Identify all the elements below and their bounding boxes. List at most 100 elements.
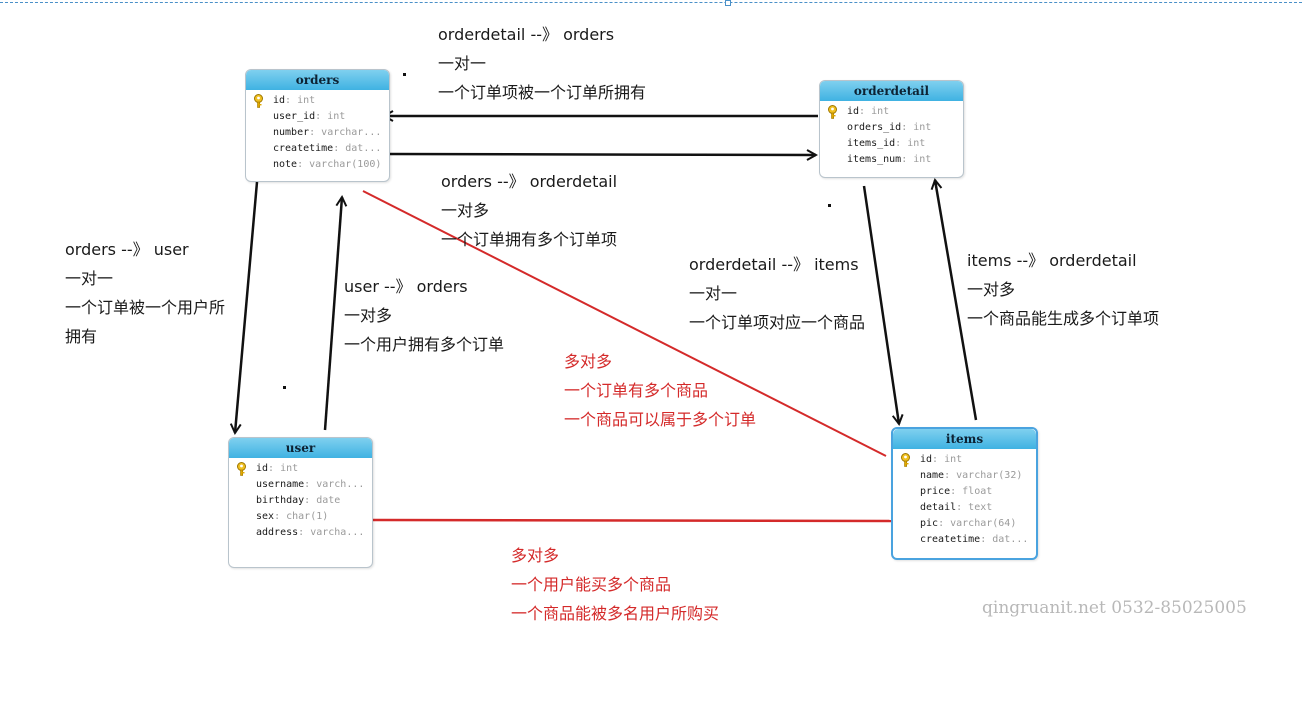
- annotation-orderdetail-items: orderdetail --》 items 一对一 一个订单项对应一个商品: [689, 250, 865, 337]
- field-name: createtime: [920, 534, 981, 545]
- annotation-line: 一个商品能生成多个订单项: [967, 309, 1160, 328]
- annotation-orderdetail-orders: orderdetail --》 orders 一对一 一个订单项被一个订单所拥有: [438, 20, 646, 107]
- field-row[interactable]: id: int: [246, 93, 389, 109]
- resize-handle[interactable]: [725, 0, 731, 6]
- field-row[interactable]: user_id: int: [246, 109, 389, 125]
- field-type: dat...: [992, 534, 1029, 545]
- page-guide-line: [0, 2, 1302, 3]
- field-row[interactable]: note: varchar(100): [246, 157, 389, 173]
- annotation-line: orders --》 user: [65, 240, 189, 259]
- annotation-line: orderdetail --》 orders: [438, 25, 615, 44]
- stray-dot: [828, 204, 831, 207]
- field-type: int: [871, 106, 890, 117]
- annotation-line: 一个订单被一个用户所: [65, 298, 226, 317]
- field-separator: :: [285, 95, 298, 106]
- annotation-line: 多对多: [564, 352, 613, 371]
- field-row[interactable]: items_id: int: [820, 136, 963, 152]
- field-name: orders_id: [847, 122, 902, 133]
- field-row[interactable]: number: varchar...: [246, 125, 389, 141]
- key-icon: [826, 105, 839, 120]
- annotation-orders-items-many-to-many: 多对多 一个订单有多个商品 一个商品可以属于多个订单: [564, 347, 756, 434]
- field-row[interactable]: createtime: dat...: [893, 532, 1036, 548]
- field-row[interactable]: orders_id: int: [820, 120, 963, 136]
- field-row[interactable]: name: varchar(32): [893, 468, 1036, 484]
- key-icon: [899, 453, 912, 468]
- field-name: birthday: [256, 495, 305, 506]
- annotation-orders-orderdetail: orders --》 orderdetail 一对多 一个订单拥有多个订单项: [441, 167, 617, 254]
- field-row[interactable]: sex: char(1): [229, 509, 372, 525]
- annotation-line: 一个用户能买多个商品: [511, 575, 672, 594]
- annotation-line: 一个订单有多个商品: [564, 381, 709, 400]
- field-name: pic: [920, 518, 939, 529]
- field-type: varch...: [316, 479, 365, 490]
- annotation-line: 一个商品可以属于多个订单: [564, 410, 757, 429]
- field-type: int: [913, 154, 932, 165]
- field-separator: :: [956, 502, 969, 513]
- watermark: qingruanit.net 0532-85025005: [982, 598, 1247, 618]
- field-row[interactable]: id: int: [820, 104, 963, 120]
- annotation-line: 一对多: [441, 201, 490, 220]
- annotation-line: 一对一: [689, 284, 738, 303]
- annotation-user-items-many-to-many: 多对多 一个用户能买多个商品 一个商品能被多名用户所购买: [511, 541, 719, 628]
- field-separator: :: [268, 463, 281, 474]
- annotation-line: 多对多: [511, 546, 560, 565]
- field-row[interactable]: pic: varchar(64): [893, 516, 1036, 532]
- arrow-user-to-orders: [323, 197, 342, 431]
- field-row[interactable]: detail: text: [893, 500, 1036, 516]
- field-separator: :: [859, 106, 872, 117]
- annotation-user-orders: user --》 orders 一对多 一个用户拥有多个订单: [344, 272, 504, 359]
- annotation-line: 一个订单拥有多个订单项: [441, 230, 618, 249]
- field-type: int: [913, 122, 932, 133]
- field-name: user_id: [273, 111, 316, 122]
- annotation-line: 一个订单项被一个订单所拥有: [438, 83, 647, 102]
- field-name: items_id: [847, 138, 896, 149]
- annotation-line: orderdetail --》 items: [689, 255, 859, 274]
- field-name: sex: [256, 511, 275, 522]
- field-row[interactable]: id: int: [893, 452, 1036, 468]
- field-row[interactable]: items_num: int: [820, 152, 963, 168]
- annotation-line: items --》 orderdetail: [967, 251, 1137, 270]
- field-type: varcha...: [310, 527, 365, 538]
- field-separator: :: [938, 518, 951, 529]
- field-name: id: [256, 463, 269, 474]
- stray-dot: [403, 73, 406, 76]
- table-title: orders: [246, 70, 389, 90]
- field-row[interactable]: price: float: [893, 484, 1036, 500]
- field-separator: :: [901, 154, 914, 165]
- field-name: username: [256, 479, 305, 490]
- key-icon: [235, 462, 248, 477]
- annotation-line: 一对一: [438, 54, 487, 73]
- annotation-line: 拥有: [65, 327, 98, 346]
- field-type: varchar(32): [956, 470, 1023, 481]
- field-separator: :: [315, 111, 328, 122]
- field-type: varchar(64): [950, 518, 1017, 529]
- field-row[interactable]: createtime: dat...: [246, 141, 389, 157]
- annotation-line: 一对一: [65, 269, 114, 288]
- field-type: date: [316, 495, 341, 506]
- field-name: number: [273, 127, 310, 138]
- field-separator: :: [944, 470, 957, 481]
- field-row[interactable]: address: varcha...: [229, 525, 372, 541]
- arrow-items-to-orderdetail: [935, 180, 978, 421]
- relation-orders-items: [362, 190, 887, 457]
- table-title: items: [893, 429, 1036, 449]
- annotation-line: 一个商品能被多名用户所购买: [511, 604, 720, 623]
- stray-dot: [283, 386, 286, 389]
- field-row[interactable]: id: int: [229, 461, 372, 477]
- field-name: name: [920, 470, 945, 481]
- field-type: int: [327, 111, 346, 122]
- field-type: varchar(100): [309, 159, 382, 170]
- field-row[interactable]: birthday: date: [229, 493, 372, 509]
- annotation-line: 一对多: [344, 306, 393, 325]
- field-row[interactable]: username: varch...: [229, 477, 372, 493]
- field-type: float: [962, 486, 993, 497]
- field-separator: :: [333, 143, 346, 154]
- annotation-line: orders --》 orderdetail: [441, 172, 618, 191]
